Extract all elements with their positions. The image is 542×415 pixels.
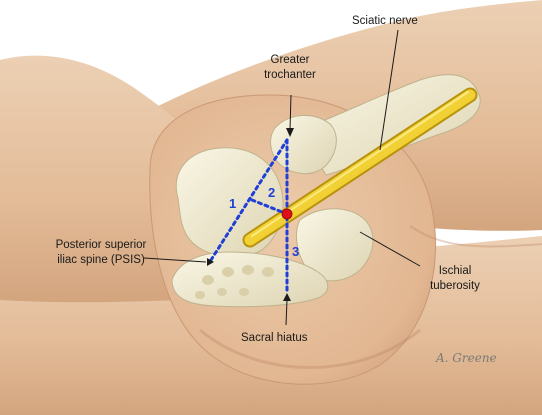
leader-sciatic-nerve [379,29,399,151]
sacral-foramen [239,288,249,296]
gluteal-fold-shadow [199,328,421,369]
sacral-foramen [222,267,234,277]
leader-ischial-tuberosity [359,231,421,267]
label-greater-trochanter-line1: Greater [271,54,310,66]
landmark-lines [209,138,289,292]
line-2-midpoint [250,198,289,216]
line-1-psis-to-trochanter [209,138,289,262]
label-psis-line2: iliac spine (PSIS) [57,254,145,266]
sacral-foramen [195,291,205,299]
arrowhead-greater-trochanter [286,128,294,137]
sacral-foramen [217,288,227,296]
label-ischial-tuberosity-line1: Ischial [439,265,472,277]
line-number-2: 2 [268,185,275,200]
leader-arrowheads [207,128,294,301]
ischium [296,208,374,282]
sacrum [171,251,329,308]
leader-sacral-hiatus [285,299,288,326]
leader-lines [143,29,421,326]
line-number-3: 3 [292,244,299,259]
artist-signature: A. Greene [435,351,497,365]
label-sciatic-nerve: Sciatic nerve [352,15,418,27]
leader-psis [143,257,207,263]
arrowhead-sacral-hiatus [283,293,291,301]
red-dot-icon [281,208,293,220]
arrowhead-psis [207,258,214,266]
label-ischial-tuberosity-line2: tuberosity [430,280,480,292]
leader-greater-trochanter [289,94,292,131]
sacral-foramen [242,265,254,275]
sacral-foramen [262,267,274,277]
label-greater-trochanter-line2: trochanter [264,69,316,81]
label-sacral-hiatus: Sacral hiatus [241,332,308,344]
label-psis-line1: Posterior superior [56,239,147,251]
thigh-crease [409,225,542,248]
greater-trochanter [270,114,337,175]
sacral-foramen [202,275,214,285]
line-number-1: 1 [229,196,236,211]
